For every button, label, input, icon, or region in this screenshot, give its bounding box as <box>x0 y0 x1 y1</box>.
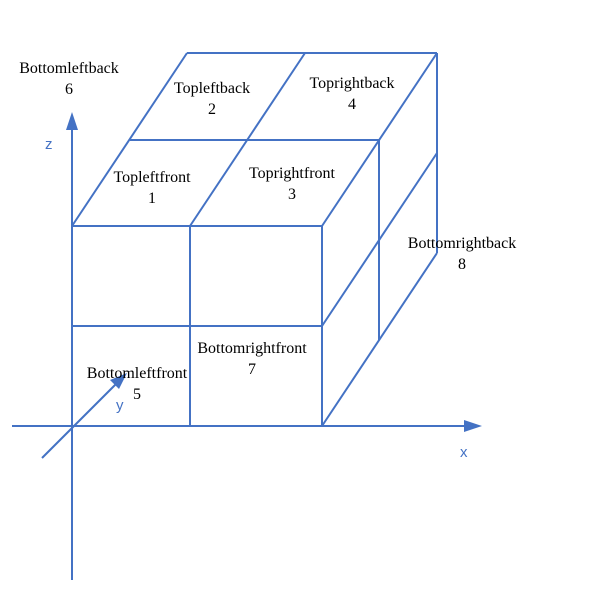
top-center-edge <box>189 52 306 227</box>
number-toprightback: 4 <box>348 96 356 113</box>
right-middle-diagonal-edge <box>321 152 438 327</box>
number-bottomrightfront: 7 <box>248 361 256 378</box>
axes: z x y <box>12 112 482 580</box>
y-axis-arrow-icon <box>110 373 127 389</box>
z-axis-label: z <box>45 136 53 153</box>
z-axis-arrow-icon <box>66 112 78 130</box>
y-axis-line <box>41 382 118 459</box>
number-bottomleftfront: 5 <box>133 386 141 403</box>
label-toprightfront: Toprightfront <box>249 165 336 182</box>
right-bottom-diagonal-edge <box>321 252 438 427</box>
number-toprightfront: 3 <box>288 186 296 203</box>
label-topleftback: Topleftback <box>174 80 250 97</box>
label-bottomleftfront: Bottomleftfront <box>87 365 188 382</box>
label-topleftfront: Topleftfront <box>113 169 191 186</box>
top-right-edge <box>321 52 438 227</box>
label-bottomrightback: Bottomrightback <box>408 235 516 252</box>
number-bottomrightback: 8 <box>458 256 466 273</box>
cell-labels: Topleftfront 1 Topleftback 2 Toprightfro… <box>19 60 516 403</box>
number-bottomleftback: 6 <box>65 81 73 98</box>
x-axis-label: x <box>460 444 468 461</box>
top-left-edge <box>71 52 188 227</box>
number-topleftback: 2 <box>208 101 216 118</box>
label-toprightback: Toprightback <box>309 75 394 92</box>
x-axis-arrow-icon <box>464 420 482 432</box>
number-topleftfront: 1 <box>148 190 156 207</box>
cube-wireframe <box>71 52 438 427</box>
label-bottomrightfront: Bottomrightfront <box>197 340 307 357</box>
label-bottomleftback: Bottomleftback <box>19 60 119 77</box>
y-axis-label: y <box>116 397 124 414</box>
